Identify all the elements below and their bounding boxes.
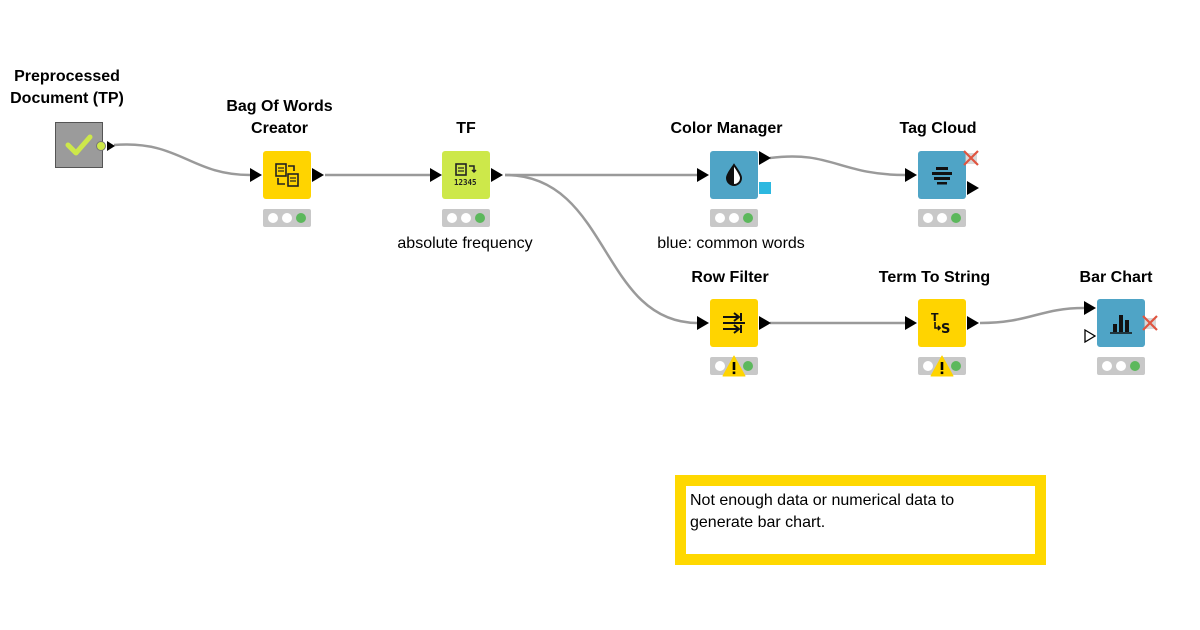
- tag-cloud-icon: [932, 167, 952, 185]
- output-port-tag-cloud[interactable]: [967, 181, 979, 200]
- output-port-color-manager-model[interactable]: [759, 181, 771, 199]
- output-port-color-manager-data[interactable]: [759, 151, 771, 170]
- node-title-preprocessed: Preprocessed Document (TP): [2, 66, 132, 110]
- status-indicator: [918, 209, 966, 227]
- workflow-annotation[interactable]: Not enough data or numerical data to gen…: [675, 475, 1046, 565]
- input-port-bag-of-words[interactable]: [250, 168, 262, 187]
- output-port-preprocessed[interactable]: [95, 139, 117, 157]
- node-title-bar-chart: Bar Chart: [1079, 269, 1153, 286]
- node-title-term-to-string: Term To String: [878, 269, 991, 286]
- node-bag-of-words-creator[interactable]: [263, 151, 311, 199]
- status-indicator: [710, 209, 758, 227]
- node-row-filter[interactable]: [710, 299, 758, 347]
- node-annotation-tf: absolute frequency: [397, 235, 533, 252]
- node-title-tag-cloud: Tag Cloud: [899, 120, 977, 137]
- input-port-tf[interactable]: [430, 168, 442, 187]
- input-port-term-to-string[interactable]: [905, 316, 917, 335]
- node-preprocessed-document[interactable]: [55, 122, 103, 168]
- svg-text:T: T: [931, 311, 939, 324]
- svg-text:S: S: [941, 322, 950, 336]
- title-line: Preprocessed: [14, 68, 120, 85]
- term-frequency-icon: 12345: [454, 163, 477, 187]
- node-annotation-color-manager: blue: common words: [657, 235, 805, 252]
- wire-doc-to-bow[interactable]: [113, 143, 251, 177]
- annotation-content: Not enough data or numerical data to gen…: [690, 490, 1031, 550]
- warning-icon[interactable]: [722, 355, 746, 377]
- node-title-row-filter: Row Filter: [691, 269, 769, 286]
- node-term-to-string[interactable]: T S: [918, 299, 966, 347]
- row-filter-icon: [723, 312, 745, 334]
- svg-text:12345: 12345: [454, 178, 477, 187]
- wire-term-to-string-to-bar-chart[interactable]: [979, 306, 1085, 325]
- title-line: Document (TP): [10, 90, 124, 107]
- input-port-bar-chart-optional[interactable]: [1084, 328, 1097, 348]
- output-port-tf[interactable]: [491, 168, 503, 187]
- node-title-bag-of-words: Bag Of Words Creator: [207, 96, 352, 140]
- input-port-color-manager[interactable]: [697, 168, 709, 187]
- status-indicator: [1097, 357, 1145, 375]
- title-line: Creator: [251, 120, 308, 137]
- input-port-bar-chart-data[interactable]: [1084, 301, 1096, 320]
- node-bar-chart[interactable]: [1097, 299, 1145, 347]
- status-indicator: [263, 209, 311, 227]
- color-drop-icon: [725, 163, 743, 186]
- warning-icon[interactable]: [930, 355, 954, 377]
- output-port-row-filter[interactable]: [759, 316, 771, 335]
- node-title-tf: TF: [456, 120, 476, 137]
- documents-transform-icon: [275, 163, 299, 187]
- node-title-color-manager: Color Manager: [670, 120, 783, 137]
- node-tag-cloud[interactable]: [918, 151, 966, 199]
- input-port-tag-cloud[interactable]: [905, 168, 917, 187]
- output-port-bag-of-words[interactable]: [312, 168, 324, 187]
- input-port-row-filter[interactable]: [697, 316, 709, 335]
- term-to-string-icon: T S: [931, 311, 950, 336]
- status-indicator: [442, 209, 490, 227]
- checkmark-icon: [65, 134, 93, 156]
- wire-color-manager-to-tag-cloud[interactable]: [769, 155, 906, 177]
- wire-tf-to-row-filter[interactable]: [504, 173, 698, 325]
- view-port-tag-cloud-disabled[interactable]: [962, 149, 980, 172]
- title-line: Bag Of Words: [226, 98, 333, 115]
- annotation-text: Not enough data or numerical data to gen…: [690, 492, 955, 531]
- bar-chart-icon: [1110, 315, 1132, 334]
- output-port-term-to-string[interactable]: [967, 316, 979, 335]
- node-color-manager[interactable]: [710, 151, 758, 199]
- node-tf[interactable]: 12345: [442, 151, 490, 199]
- view-port-bar-chart-disabled[interactable]: [1141, 314, 1159, 337]
